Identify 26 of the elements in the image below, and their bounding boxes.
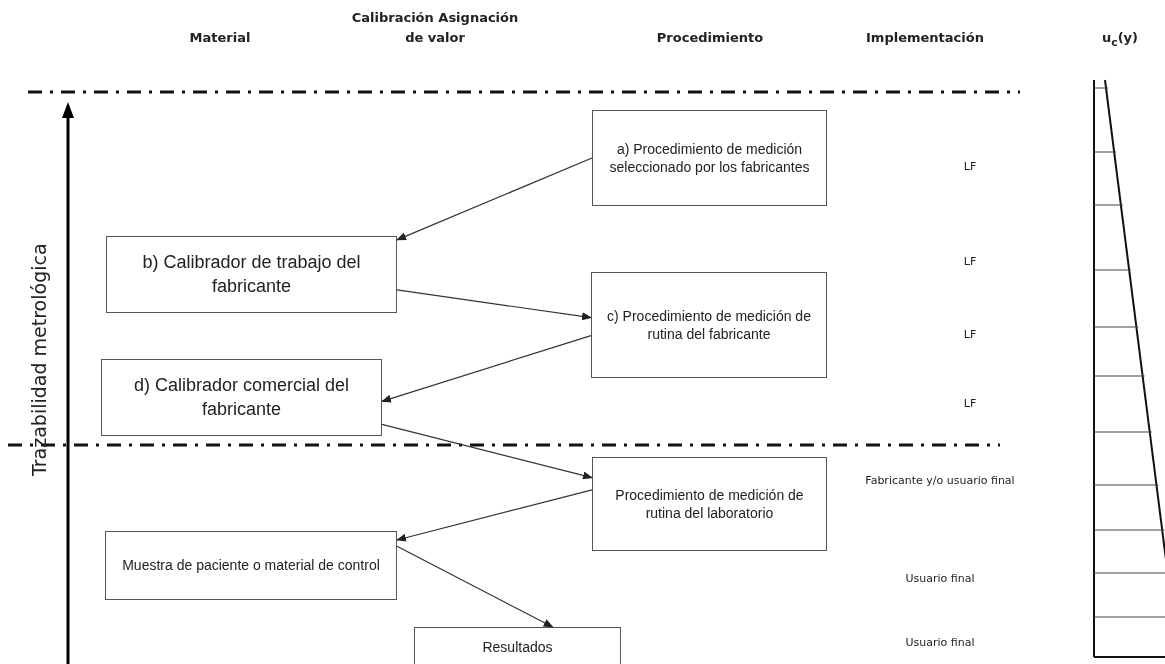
- column-header: u$_{c}$(y): [1100, 29, 1139, 51]
- arrow: [381, 423, 593, 480]
- process-box: b) Calibrador de trabajo del fabricante: [106, 236, 397, 313]
- process-box: Procedimiento de medición de rutina del laboratorio: [592, 457, 827, 551]
- column-header: Calibración Asignación de valor: [350, 9, 520, 48]
- column-header: Material: [188, 29, 252, 47]
- implementation-label: LF: [962, 254, 978, 270]
- process-box: Muestra de paciente o material de control: [105, 531, 397, 600]
- implementation-label: Usuario final: [904, 571, 976, 587]
- column-header: Implementación: [865, 29, 985, 47]
- process-box: c) Procedimiento de medición de rutina del fabricante: [591, 272, 827, 378]
- implementation-label: LF: [962, 396, 978, 412]
- arrow: [396, 289, 592, 321]
- process-box: a) Procedimiento de medición seleccionado por los fabricantes: [592, 110, 827, 206]
- implementation-label: LF: [962, 159, 978, 175]
- implementation-label: Usuario final: [904, 635, 976, 651]
- implementation-label: LF: [962, 327, 978, 343]
- process-box: Resultados: [414, 627, 621, 664]
- arrow: [396, 489, 593, 542]
- axis-label: Trazabilidad metrológica: [27, 242, 52, 478]
- arrow: [396, 545, 554, 628]
- arrow: [381, 335, 592, 403]
- implementation-label: Fabricante y/o usuario final: [865, 473, 1015, 489]
- column-header: Procedimiento: [655, 29, 765, 47]
- process-box: d) Calibrador comercial del fabricante: [101, 359, 382, 436]
- arrow: [396, 157, 593, 241]
